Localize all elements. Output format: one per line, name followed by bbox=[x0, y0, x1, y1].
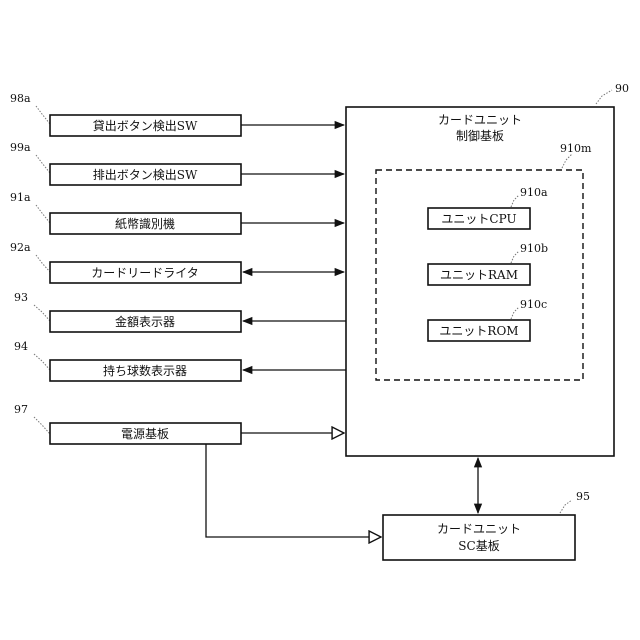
block-97: 97 電源基板 bbox=[14, 403, 241, 444]
block-99a: 99a 排出ボタン検出SW bbox=[10, 141, 241, 185]
unit-ram-ref: 910b bbox=[520, 242, 548, 255]
block-99a-ref-leader bbox=[36, 155, 50, 173]
block-94-label: 持ち球数表示器 bbox=[103, 363, 187, 378]
block-99a-ref: 99a bbox=[10, 141, 31, 154]
unit-cpu-ref: 910a bbox=[520, 186, 548, 199]
block-98a-ref: 98a bbox=[10, 92, 31, 105]
block-97-ref-leader bbox=[34, 417, 50, 434]
block-98a: 98a 貸出ボタン検出SW bbox=[10, 92, 241, 136]
block-92a: 92a カードリードライタ bbox=[10, 241, 241, 283]
control-board-title-line1: カードユニット bbox=[438, 113, 522, 127]
sc-board-title-line2: SC基板 bbox=[458, 539, 499, 553]
block-91a-label: 紙幣識別機 bbox=[115, 216, 175, 231]
block-97-ref: 97 bbox=[14, 403, 28, 416]
control-board-title-line2: 制御基板 bbox=[456, 128, 504, 143]
sc-board: カードユニット SC基板 95 bbox=[383, 490, 590, 560]
block-91a-ref-leader bbox=[36, 205, 50, 223]
control-board-ref-leader bbox=[596, 90, 612, 104]
block-93-ref-leader bbox=[34, 305, 50, 321]
unit-rom-label: ユニットROM bbox=[439, 324, 518, 338]
block-93-label: 金額表示器 bbox=[115, 314, 175, 329]
block-98a-ref-leader bbox=[36, 106, 50, 124]
block-92a-label: カードリードライタ bbox=[91, 266, 199, 280]
power-line-to-sc-board bbox=[206, 444, 381, 537]
control-board-ref: 90 bbox=[615, 82, 629, 95]
block-92a-ref: 92a bbox=[10, 241, 31, 254]
unit-ram-label: ユニットRAM bbox=[440, 268, 518, 282]
block-97-label: 電源基板 bbox=[121, 427, 169, 441]
block-91a: 91a 紙幣識別機 bbox=[10, 191, 241, 234]
block-93: 93 金額表示器 bbox=[14, 291, 241, 332]
unit-cpu-label: ユニットCPU bbox=[441, 212, 516, 226]
block-91a-ref: 91a bbox=[10, 191, 31, 204]
unit-group-ref: 910m bbox=[560, 142, 592, 155]
sc-board-ref: 95 bbox=[576, 490, 590, 503]
block-94-ref-leader bbox=[34, 354, 50, 370]
block-99a-label: 排出ボタン検出SW bbox=[93, 168, 198, 182]
block-93-ref: 93 bbox=[14, 291, 28, 304]
block-92a-ref-leader bbox=[36, 255, 50, 272]
unit-rom-ref: 910c bbox=[520, 298, 547, 311]
block-98a-label: 貸出ボタン検出SW bbox=[93, 118, 198, 133]
block-94: 94 持ち球数表示器 bbox=[14, 340, 241, 381]
sc-board-ref-leader bbox=[560, 500, 572, 513]
block-94-ref: 94 bbox=[14, 340, 28, 353]
sc-board-title-line1: カードユニット bbox=[437, 522, 521, 536]
